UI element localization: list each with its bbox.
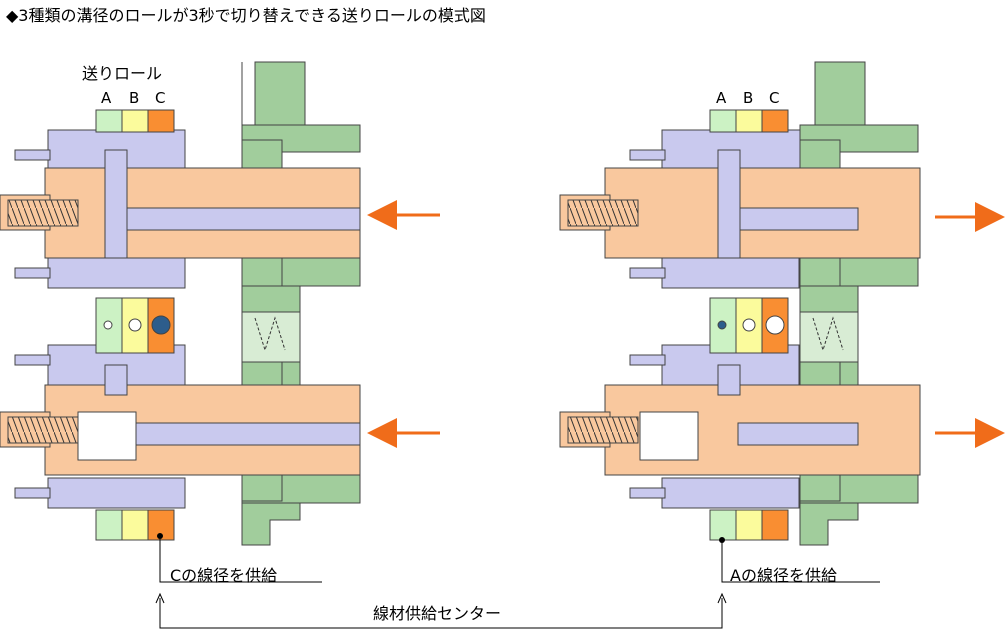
right-roll-bottom (709, 509, 789, 541)
left-roll-middle (95, 297, 175, 354)
left-shaft-upper (0, 167, 361, 259)
left-roll-bottom (95, 509, 175, 541)
right-roll-middle (709, 297, 789, 354)
left-supply-label: Cの線径を供給 (170, 566, 278, 585)
roll-col-c-left: C (155, 89, 166, 107)
roll-col-b-right: B (743, 89, 754, 107)
left-leader-line (159, 536, 322, 583)
roll-col-a-right: A (716, 89, 727, 107)
center-connector (159, 598, 723, 629)
left-roll-top (95, 109, 175, 133)
left-green-frame (241, 61, 361, 546)
left-assembly (0, 61, 440, 583)
right-roll-top (709, 109, 789, 133)
center-label: 線材供給センター (373, 604, 502, 623)
right-shaft-lower (559, 384, 921, 476)
page-title: ◆3種類の溝径のロールが3秒で切り替えできる送りロールの模式図 (6, 6, 486, 25)
roll-col-c-right: C (769, 89, 780, 107)
roll-col-a-left: A (101, 89, 112, 107)
right-leader-line (721, 540, 880, 583)
roll-col-b-left: B (129, 89, 140, 107)
right-assembly (559, 61, 1005, 583)
right-supply-label: Aの線径を供給 (730, 566, 837, 585)
left-shaft-lower (0, 384, 361, 476)
roll-label: 送りロール (82, 64, 163, 83)
